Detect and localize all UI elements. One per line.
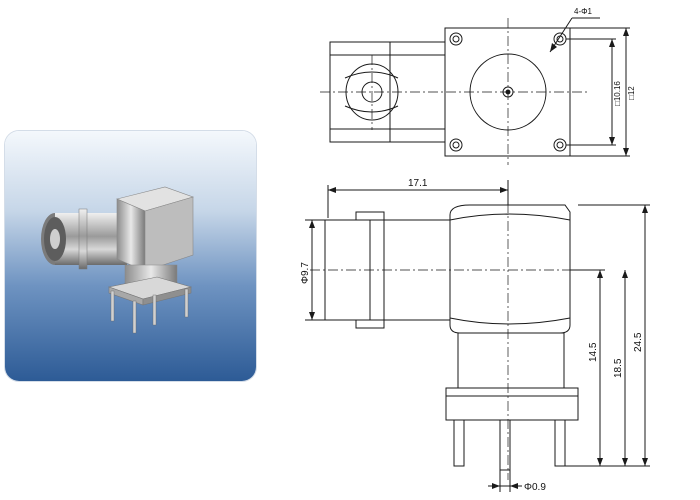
- hole-callout-label: 4-Φ1: [574, 7, 592, 16]
- length-dim-label: 17.1: [408, 178, 428, 189]
- top-view: [320, 17, 630, 165]
- side-view: [305, 180, 650, 492]
- height-24-5-label: 24.5: [633, 332, 644, 352]
- height-14-5-label: 14.5: [588, 342, 599, 362]
- square-outer-label: □12: [627, 86, 636, 100]
- height-18-5-label: 18.5: [613, 358, 624, 378]
- bnc-connector-image: [41, 186, 194, 334]
- pin-diameter-label: Φ0.9: [524, 482, 546, 493]
- diameter-dim-label: Φ9.7: [300, 262, 311, 284]
- product-photo: [5, 131, 256, 381]
- square-inner-label: □10.16: [613, 81, 622, 106]
